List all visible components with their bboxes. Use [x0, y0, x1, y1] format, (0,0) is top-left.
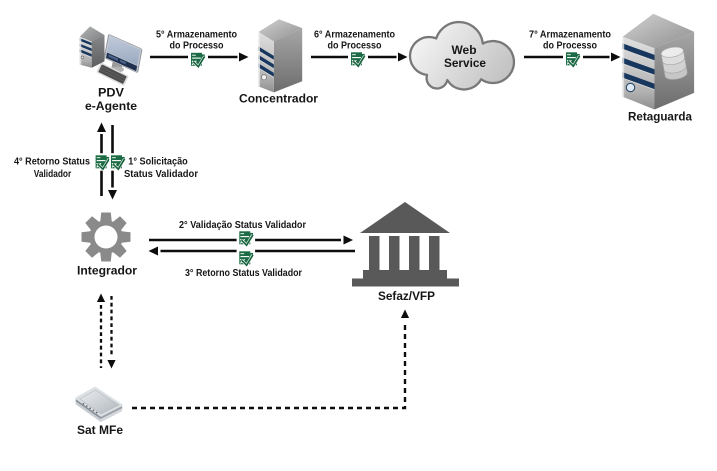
svg-text:Web: Web [452, 43, 477, 57]
svg-text:3° Retorno Status Validador: 3° Retorno Status Validador [185, 267, 302, 279]
svg-text:PDV: PDV [98, 86, 124, 100]
svg-text:e-Agente: e-Agente [85, 99, 137, 113]
svg-text:Retaguarda: Retaguarda [628, 110, 692, 124]
svg-text:2° Validação Status Validador: 2° Validação Status Validador [179, 219, 306, 231]
svg-text:do Processo: do Processo [328, 40, 382, 52]
svg-text:Sat MFe: Sat MFe [77, 423, 123, 437]
svg-text:Concentrador: Concentrador [239, 92, 318, 106]
svg-text:1° Solicitação: 1° Solicitação [128, 156, 188, 168]
svg-text:Validador: Validador [34, 168, 72, 180]
svg-text:Service: Service [444, 56, 486, 70]
svg-text:4° Retorno Status: 4° Retorno Status [14, 156, 90, 168]
svg-text:Sefaz/VFP: Sefaz/VFP [378, 289, 435, 303]
svg-text:do Processo: do Processo [170, 40, 224, 52]
svg-text:Integrador: Integrador [77, 264, 137, 278]
svg-text:5° Armazenamento: 5° Armazenamento [156, 29, 237, 41]
svg-text:6° Armazenamento: 6° Armazenamento [314, 29, 395, 41]
svg-text:7° Armazenamento: 7° Armazenamento [529, 29, 611, 41]
svg-text:Status Validador: Status Validador [124, 168, 198, 180]
svg-text:do Processo: do Processo [543, 40, 597, 52]
